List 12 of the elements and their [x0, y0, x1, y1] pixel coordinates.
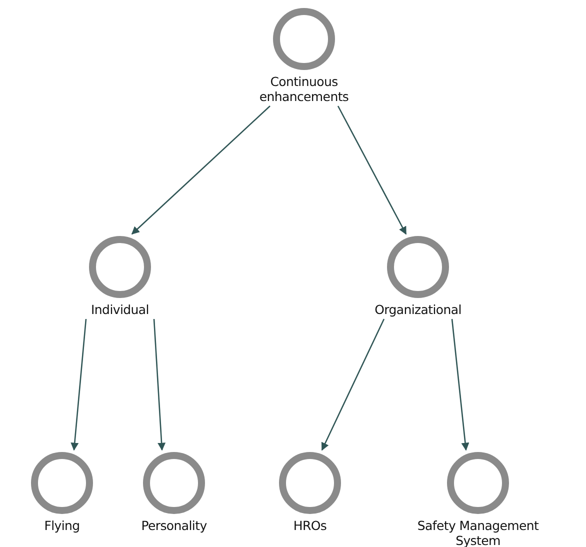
node-label: Personality: [141, 518, 207, 533]
arrow: [70, 318, 87, 451]
node-label: Flying: [44, 518, 80, 533]
node-label: Organizational: [374, 302, 462, 317]
arrow: [131, 106, 270, 235]
arrow: [337, 106, 407, 235]
node-label: HROs: [293, 518, 327, 533]
arrow: [321, 318, 385, 451]
arrow: [153, 318, 166, 451]
arrow: [451, 318, 470, 451]
node-label: Individual: [91, 302, 149, 317]
node-label: Continuous enhancements: [258, 74, 350, 104]
